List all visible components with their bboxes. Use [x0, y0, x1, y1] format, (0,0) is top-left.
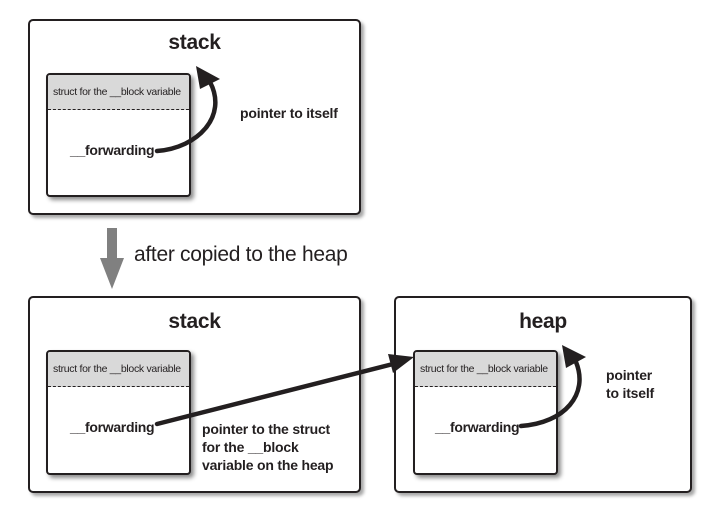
bottom-stack-struct-box: struct for the __block variable __forwar…: [46, 350, 191, 475]
heap-self-pointer-arrow: [518, 359, 582, 429]
top-forwarding-field: __forwarding: [70, 142, 155, 158]
top-struct-box: struct for the __block variable __forwar…: [46, 73, 191, 197]
transition-down-arrow: [100, 228, 124, 289]
bottom-heap-struct-box: struct for the __block variable __forwar…: [413, 350, 558, 475]
bottom-stack-panel: stack struct for the __block variable __…: [28, 296, 361, 493]
top-self-pointer-arrow: [154, 79, 218, 154]
bottom-heap-pointer-label-line-1: pointer: [606, 367, 653, 383]
bottom-stack-struct-header: struct for the __block variable: [48, 352, 189, 387]
bottom-stack-pointer-label: pointer to the struct for the __block va…: [202, 420, 334, 474]
bottom-stack-pointer-label-line-1: pointer to the struct: [202, 421, 331, 437]
bottom-stack-pointer-label-line-3: variable on the heap: [202, 457, 334, 473]
top-stack-title: stack: [168, 31, 221, 54]
transition-label: after copied to the heap: [134, 243, 348, 266]
top-stack-panel: stack struct for the __block variable __…: [28, 19, 361, 215]
stack-to-heap-pointer-arrowhead: [388, 354, 414, 373]
bottom-stack-forwarding-field: __forwarding: [70, 419, 155, 435]
heap-self-pointer-arrowhead: [562, 345, 586, 368]
bottom-heap-forwarding-field: __forwarding: [435, 419, 520, 435]
top-struct-header: struct for the __block variable: [48, 75, 189, 110]
bottom-heap-pointer-label-line-2: to itself: [606, 385, 654, 401]
bottom-heap-struct-header: struct for the __block variable: [415, 352, 556, 387]
top-self-pointer-arrowhead: [196, 66, 220, 89]
bottom-stack-title: stack: [168, 310, 221, 333]
stack-to-heap-pointer-arrow: [154, 360, 400, 427]
bottom-heap-panel: heap struct for the __block variable __f…: [394, 296, 692, 493]
bottom-heap-title: heap: [519, 310, 567, 333]
bottom-stack-pointer-label-line-2: for the __block: [202, 439, 299, 455]
top-pointer-label: pointer to itself: [240, 105, 338, 121]
bottom-heap-pointer-label: pointer to itself: [606, 366, 654, 402]
